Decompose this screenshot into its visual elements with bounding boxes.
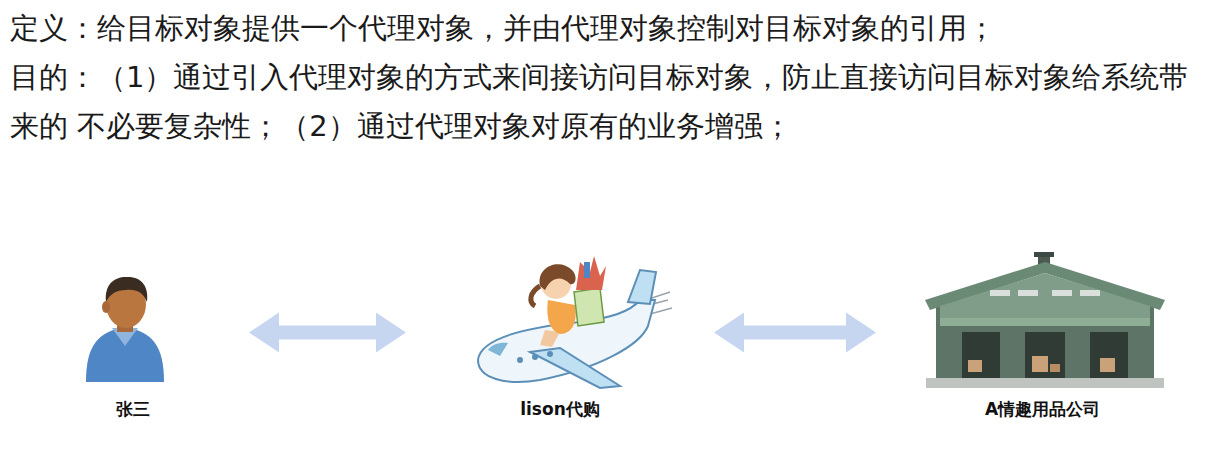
definition-text: 定义：给目标对象提供一个代理对象，并由代理对象控制对目标对象的引用； — [10, 4, 1195, 53]
actor-label: lison代购 — [416, 398, 704, 420]
actor-label: 张三 — [26, 398, 239, 420]
double-arrow — [249, 313, 406, 353]
definition-text: 目的：（1）通过引入代理对象的方式来间接访问目标对象，防止直接访问目标对象给系统… — [10, 53, 1195, 151]
actor-node: lison代购 — [416, 245, 704, 420]
actor-label: A情趣用品公司 — [886, 398, 1199, 420]
plane-illustration — [478, 256, 672, 388]
actor-node: A情趣用品公司 — [886, 245, 1199, 420]
actor-node: 张三 — [26, 245, 239, 420]
warehouse-illustration — [925, 252, 1165, 388]
double-arrow — [714, 313, 876, 353]
intro-text: 定义：给目标对象提供一个代理对象，并由代理对象控制对目标对象的引用；目的：（1）… — [10, 4, 1195, 151]
person-icon — [86, 277, 164, 382]
